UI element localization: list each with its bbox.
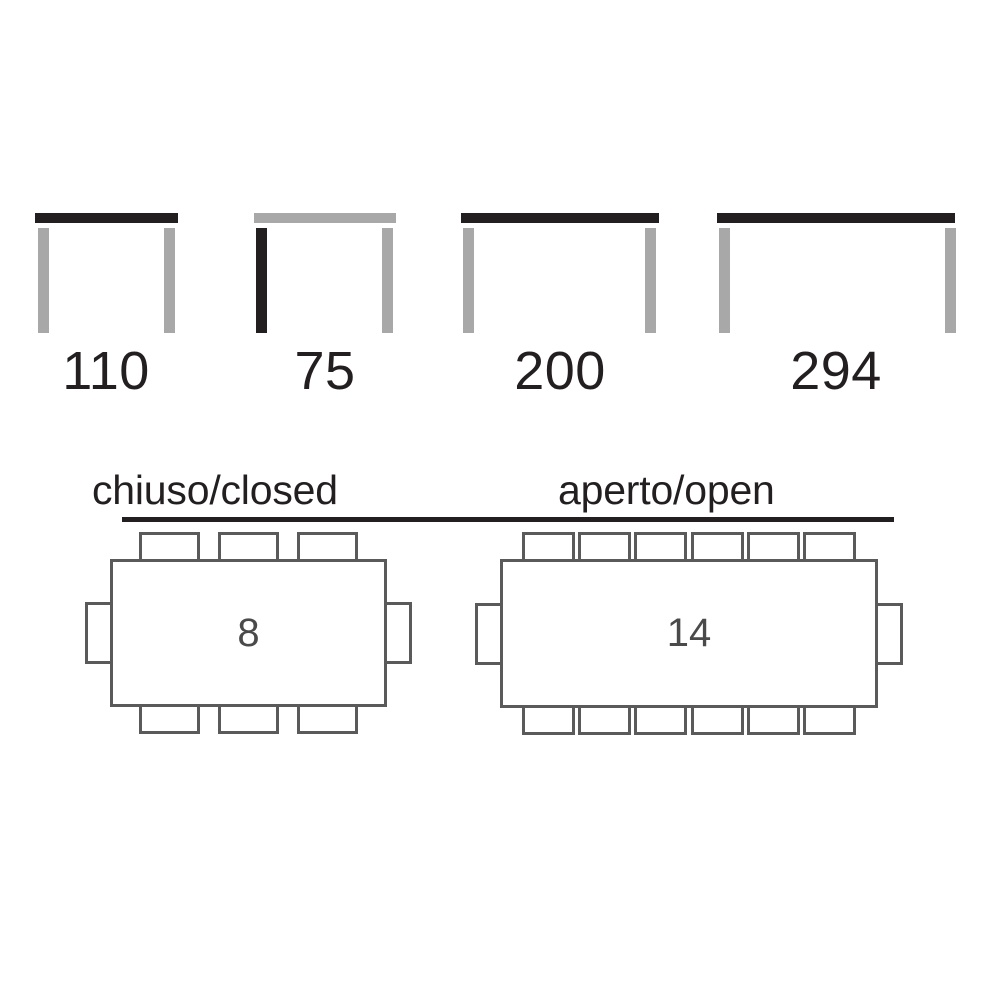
caption-aperto-open: aperto/open bbox=[558, 467, 775, 513]
table-top-bar bbox=[461, 213, 659, 223]
chair-top bbox=[297, 532, 358, 562]
section-divider-rule bbox=[122, 517, 894, 522]
chair-bottom bbox=[747, 705, 800, 735]
chair-top bbox=[521, 532, 575, 562]
chair-bottom bbox=[690, 705, 744, 735]
chair-left bbox=[475, 602, 503, 665]
chair-bottom bbox=[139, 704, 200, 734]
table-leg-right bbox=[645, 228, 656, 333]
table-leg-right bbox=[382, 228, 393, 333]
seat-count-closed: 8 bbox=[237, 611, 260, 655]
seat-count-open: 14 bbox=[666, 611, 712, 655]
chair-top bbox=[578, 532, 631, 562]
chair-top bbox=[690, 532, 744, 562]
chair-top bbox=[803, 532, 857, 562]
table-top-bar bbox=[35, 213, 178, 223]
table-leg-left bbox=[38, 228, 49, 333]
caption-chiuso-closed: chiuso/closed bbox=[92, 467, 338, 513]
elevation-length-open-294 bbox=[717, 213, 956, 333]
chair-bottom bbox=[803, 705, 857, 735]
dimension-label-110: 110 bbox=[62, 341, 150, 401]
elevation-depth-110 bbox=[35, 213, 178, 333]
chair-left bbox=[85, 602, 113, 664]
chair-top bbox=[139, 532, 200, 562]
chair-bottom bbox=[634, 705, 688, 735]
chair-bottom bbox=[218, 704, 279, 734]
dimension-label-75: 75 bbox=[294, 341, 356, 401]
table-leg-right bbox=[945, 228, 956, 333]
table-leg-left bbox=[463, 228, 474, 333]
table-top-plan bbox=[500, 559, 878, 708]
table-leg-right bbox=[164, 228, 175, 333]
dimension-label-294: 294 bbox=[790, 341, 882, 401]
table-top-bar bbox=[254, 213, 396, 223]
chair-bottom bbox=[521, 705, 575, 735]
chair-bottom bbox=[578, 705, 631, 735]
table-leg-left bbox=[256, 228, 267, 333]
chair-top bbox=[634, 532, 688, 562]
chair-right bbox=[384, 602, 412, 664]
chair-right bbox=[875, 602, 903, 665]
chair-top bbox=[218, 532, 279, 562]
elevation-views: 110 75 200 294 bbox=[0, 0, 990, 420]
elevation-height-75 bbox=[254, 213, 396, 333]
chair-top bbox=[747, 532, 800, 562]
table-leg-left bbox=[719, 228, 730, 333]
dimension-label-200: 200 bbox=[514, 341, 606, 401]
elevation-length-closed-200 bbox=[461, 213, 659, 333]
chair-bottom bbox=[297, 704, 358, 734]
table-top-plan bbox=[110, 559, 387, 707]
table-top-bar bbox=[717, 213, 955, 223]
